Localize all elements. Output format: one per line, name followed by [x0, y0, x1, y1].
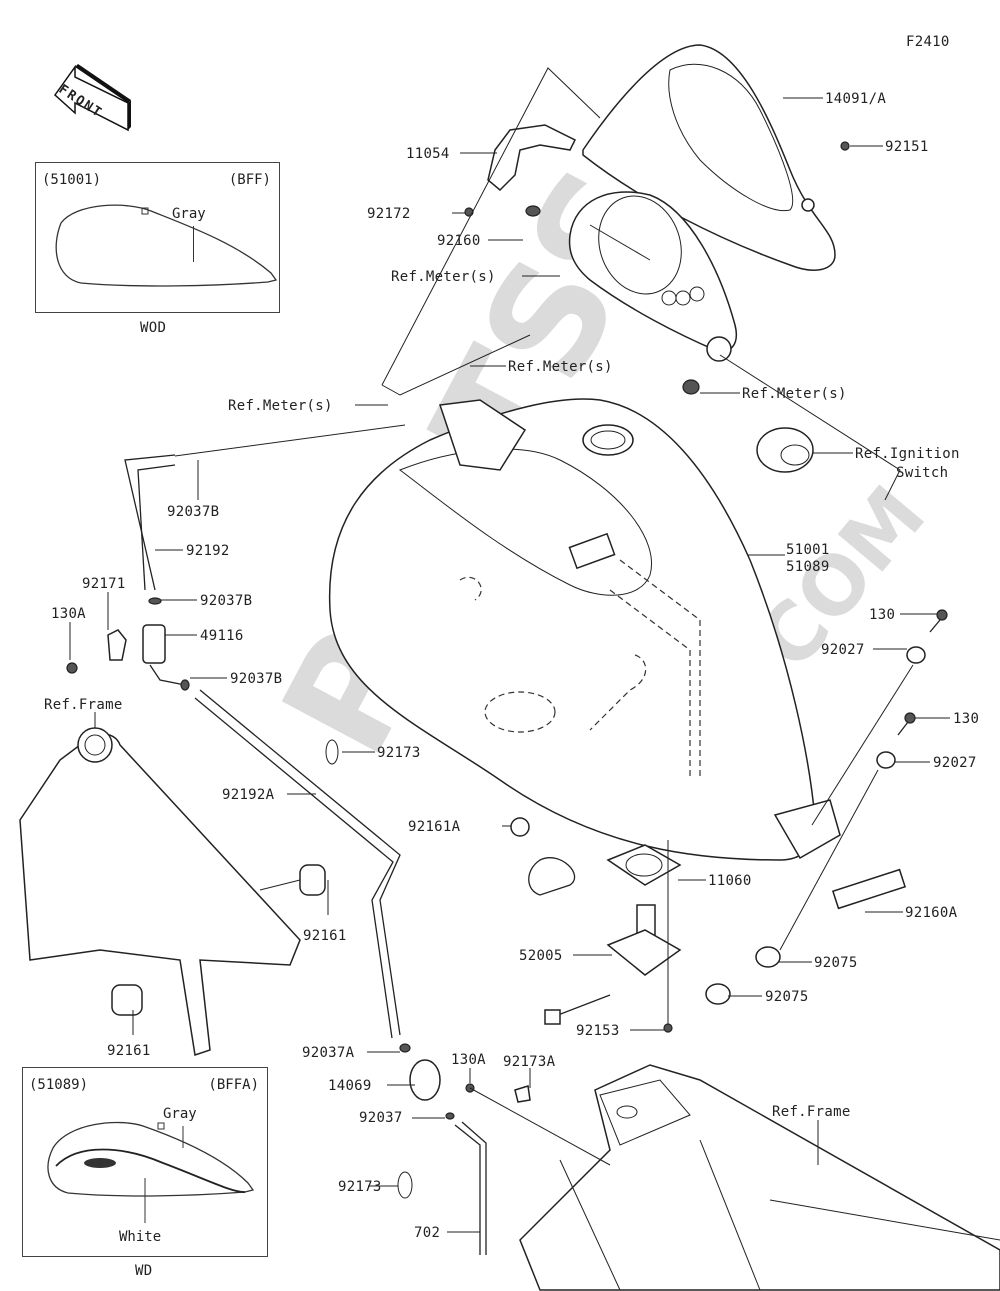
meter-assembly	[464, 141, 850, 395]
callout-ref-frame[interactable]: Ref.Frame	[44, 697, 123, 713]
callout-11060[interactable]: 11060	[708, 873, 752, 889]
inset-color-note: Gray	[172, 206, 206, 222]
callout-92037B[interactable]: 92037B	[167, 504, 220, 520]
front-arrow-icon	[54, 64, 131, 132]
tank-side-silhouette	[55, 204, 278, 287]
callout-92075[interactable]: 92075	[814, 955, 858, 971]
filter-14069	[399, 1043, 487, 1255]
ignition-switch	[756, 427, 814, 473]
callout-92037B[interactable]: 92037B	[200, 593, 253, 609]
callout-ref-ignition-switch-line2[interactable]: Switch	[896, 465, 949, 481]
callout-92160A[interactable]: 92160A	[905, 905, 958, 921]
callout-92161[interactable]: 92161	[303, 928, 347, 944]
callout-11054[interactable]: 11054	[406, 146, 450, 162]
callout-ref-ignition-switch[interactable]: Ref.Ignition	[855, 446, 960, 462]
callout-ref-frame[interactable]: Ref.Frame	[772, 1104, 851, 1120]
callout-92192A[interactable]: 92192A	[222, 787, 275, 803]
callout-130[interactable]: 130	[869, 607, 896, 623]
inset-color-code: (BFFA)	[208, 1077, 259, 1093]
callout-52005[interactable]: 52005	[519, 948, 563, 964]
grommet-92161A	[510, 817, 530, 837]
callout-49116[interactable]: 49116	[200, 628, 244, 644]
callout-14069[interactable]: 14069	[328, 1078, 372, 1094]
leader-lines	[69, 97, 950, 1233]
callout-92153[interactable]: 92153	[576, 1023, 620, 1039]
callout-92173A[interactable]: 92173A	[503, 1054, 556, 1070]
inset-color-note-2: White	[119, 1229, 162, 1245]
callout-ref-meter[interactable]: Ref.Meter(s)	[508, 359, 613, 375]
filter-49116	[66, 597, 190, 691]
callout-ref-meter[interactable]: Ref.Meter(s)	[391, 269, 496, 285]
color-variant-inset-wod: (51001) (BFF) Gray	[35, 162, 280, 313]
callout-92173[interactable]: 92173	[338, 1179, 382, 1195]
fuel-tank	[328, 398, 841, 861]
fuel-pump	[528, 840, 682, 1033]
callout-92172[interactable]: 92172	[367, 206, 411, 222]
callout-14091A[interactable]: 14091/A	[825, 91, 887, 107]
mount-hardware	[705, 609, 948, 1005]
drain-hose	[194, 689, 401, 1039]
color-variant-inset-wd: (51089) (BFFA) Gray White	[22, 1067, 268, 1257]
tank-side-silhouette	[47, 1121, 255, 1223]
frame-front	[19, 727, 326, 1056]
inset-color-code: (BFF)	[228, 172, 271, 188]
callout-130[interactable]: 130	[953, 711, 980, 727]
clamp-92173	[325, 739, 413, 1199]
callout-92037B[interactable]: 92037B	[230, 671, 283, 687]
callout-ref-meter[interactable]: Ref.Meter(s)	[228, 398, 333, 414]
callout-702[interactable]: 702	[414, 1225, 441, 1241]
meter-cover	[582, 44, 836, 271]
inset-variant-label: WD	[135, 1263, 153, 1279]
callout-92027[interactable]: 92027	[821, 642, 865, 658]
callout-92151[interactable]: 92151	[885, 139, 929, 155]
callout-ref-meter[interactable]: Ref.Meter(s)	[742, 386, 847, 402]
callout-92037[interactable]: 92037	[359, 1110, 403, 1126]
callout-92192[interactable]: 92192	[186, 543, 230, 559]
inset-variant-label: WOD	[140, 320, 167, 336]
callout-92171[interactable]: 92171	[82, 576, 126, 592]
callout-51001[interactable]: 51001	[786, 542, 830, 558]
callout-92027[interactable]: 92027	[933, 755, 977, 771]
callout-92075[interactable]: 92075	[765, 989, 809, 1005]
callout-130A[interactable]: 130A	[51, 606, 86, 622]
callout-92037A[interactable]: 92037A	[302, 1045, 355, 1061]
inset-part-number: (51089)	[29, 1077, 89, 1093]
callout-92161A[interactable]: 92161A	[408, 819, 461, 835]
callout-130A[interactable]: 130A	[451, 1052, 486, 1068]
callout-92173[interactable]: 92173	[377, 745, 421, 761]
inset-part-number: (51001)	[42, 172, 102, 188]
inset-color-note: Gray	[163, 1106, 197, 1122]
figure-code: F2410	[906, 34, 950, 50]
frame-rear	[465, 1064, 1000, 1291]
callout-51089[interactable]: 51089	[786, 559, 830, 575]
vent-hose	[124, 424, 406, 591]
callout-92160[interactable]: 92160	[437, 233, 481, 249]
callout-92161[interactable]: 92161	[107, 1043, 151, 1059]
